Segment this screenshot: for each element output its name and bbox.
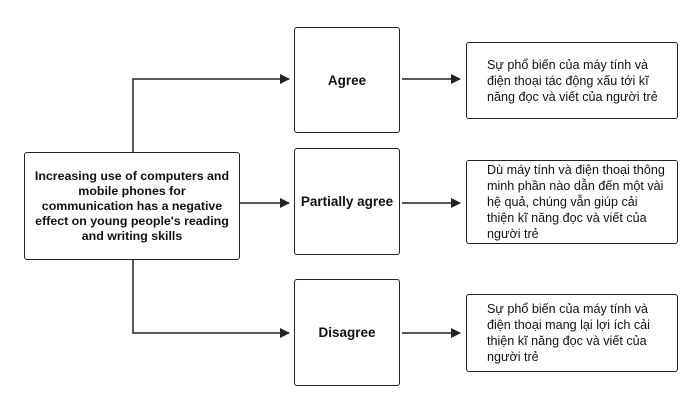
stance-disagree-box: Disagree: [294, 279, 400, 386]
stance-partially-agree-box: Partially agree: [294, 148, 400, 255]
result-disagree-box: Sự phổ biến của máy tính và điện thoại m…: [466, 294, 678, 372]
stance-disagree-label: Disagree: [318, 325, 376, 340]
stance-agree-label: Agree: [327, 72, 367, 88]
topic-box: Increasing use of computers and mobile p…: [24, 152, 240, 260]
stance-partially-agree-label: Partially agree: [300, 194, 394, 209]
stance-agree-box: Agree: [294, 27, 400, 133]
result-agree-text: Sự phổ biến của máy tính và điện thoại t…: [487, 57, 658, 104]
result-disagree-text: Sự phổ biến của máy tính và điện thoại m…: [487, 302, 650, 364]
topic-text: Increasing use of computers and mobile p…: [34, 168, 230, 243]
connector-topic-agree: [132, 74, 290, 152]
result-agree-box: Sự phổ biến của máy tính và điện thoại t…: [466, 42, 678, 119]
connector-topic-disagree: [132, 260, 290, 338]
result-partially-agree-box: Dù máy tính và điện thoại thông minh phầ…: [466, 160, 678, 244]
result-partially-agree-text: Dù máy tính và điện thoại thông minh phầ…: [487, 163, 665, 241]
